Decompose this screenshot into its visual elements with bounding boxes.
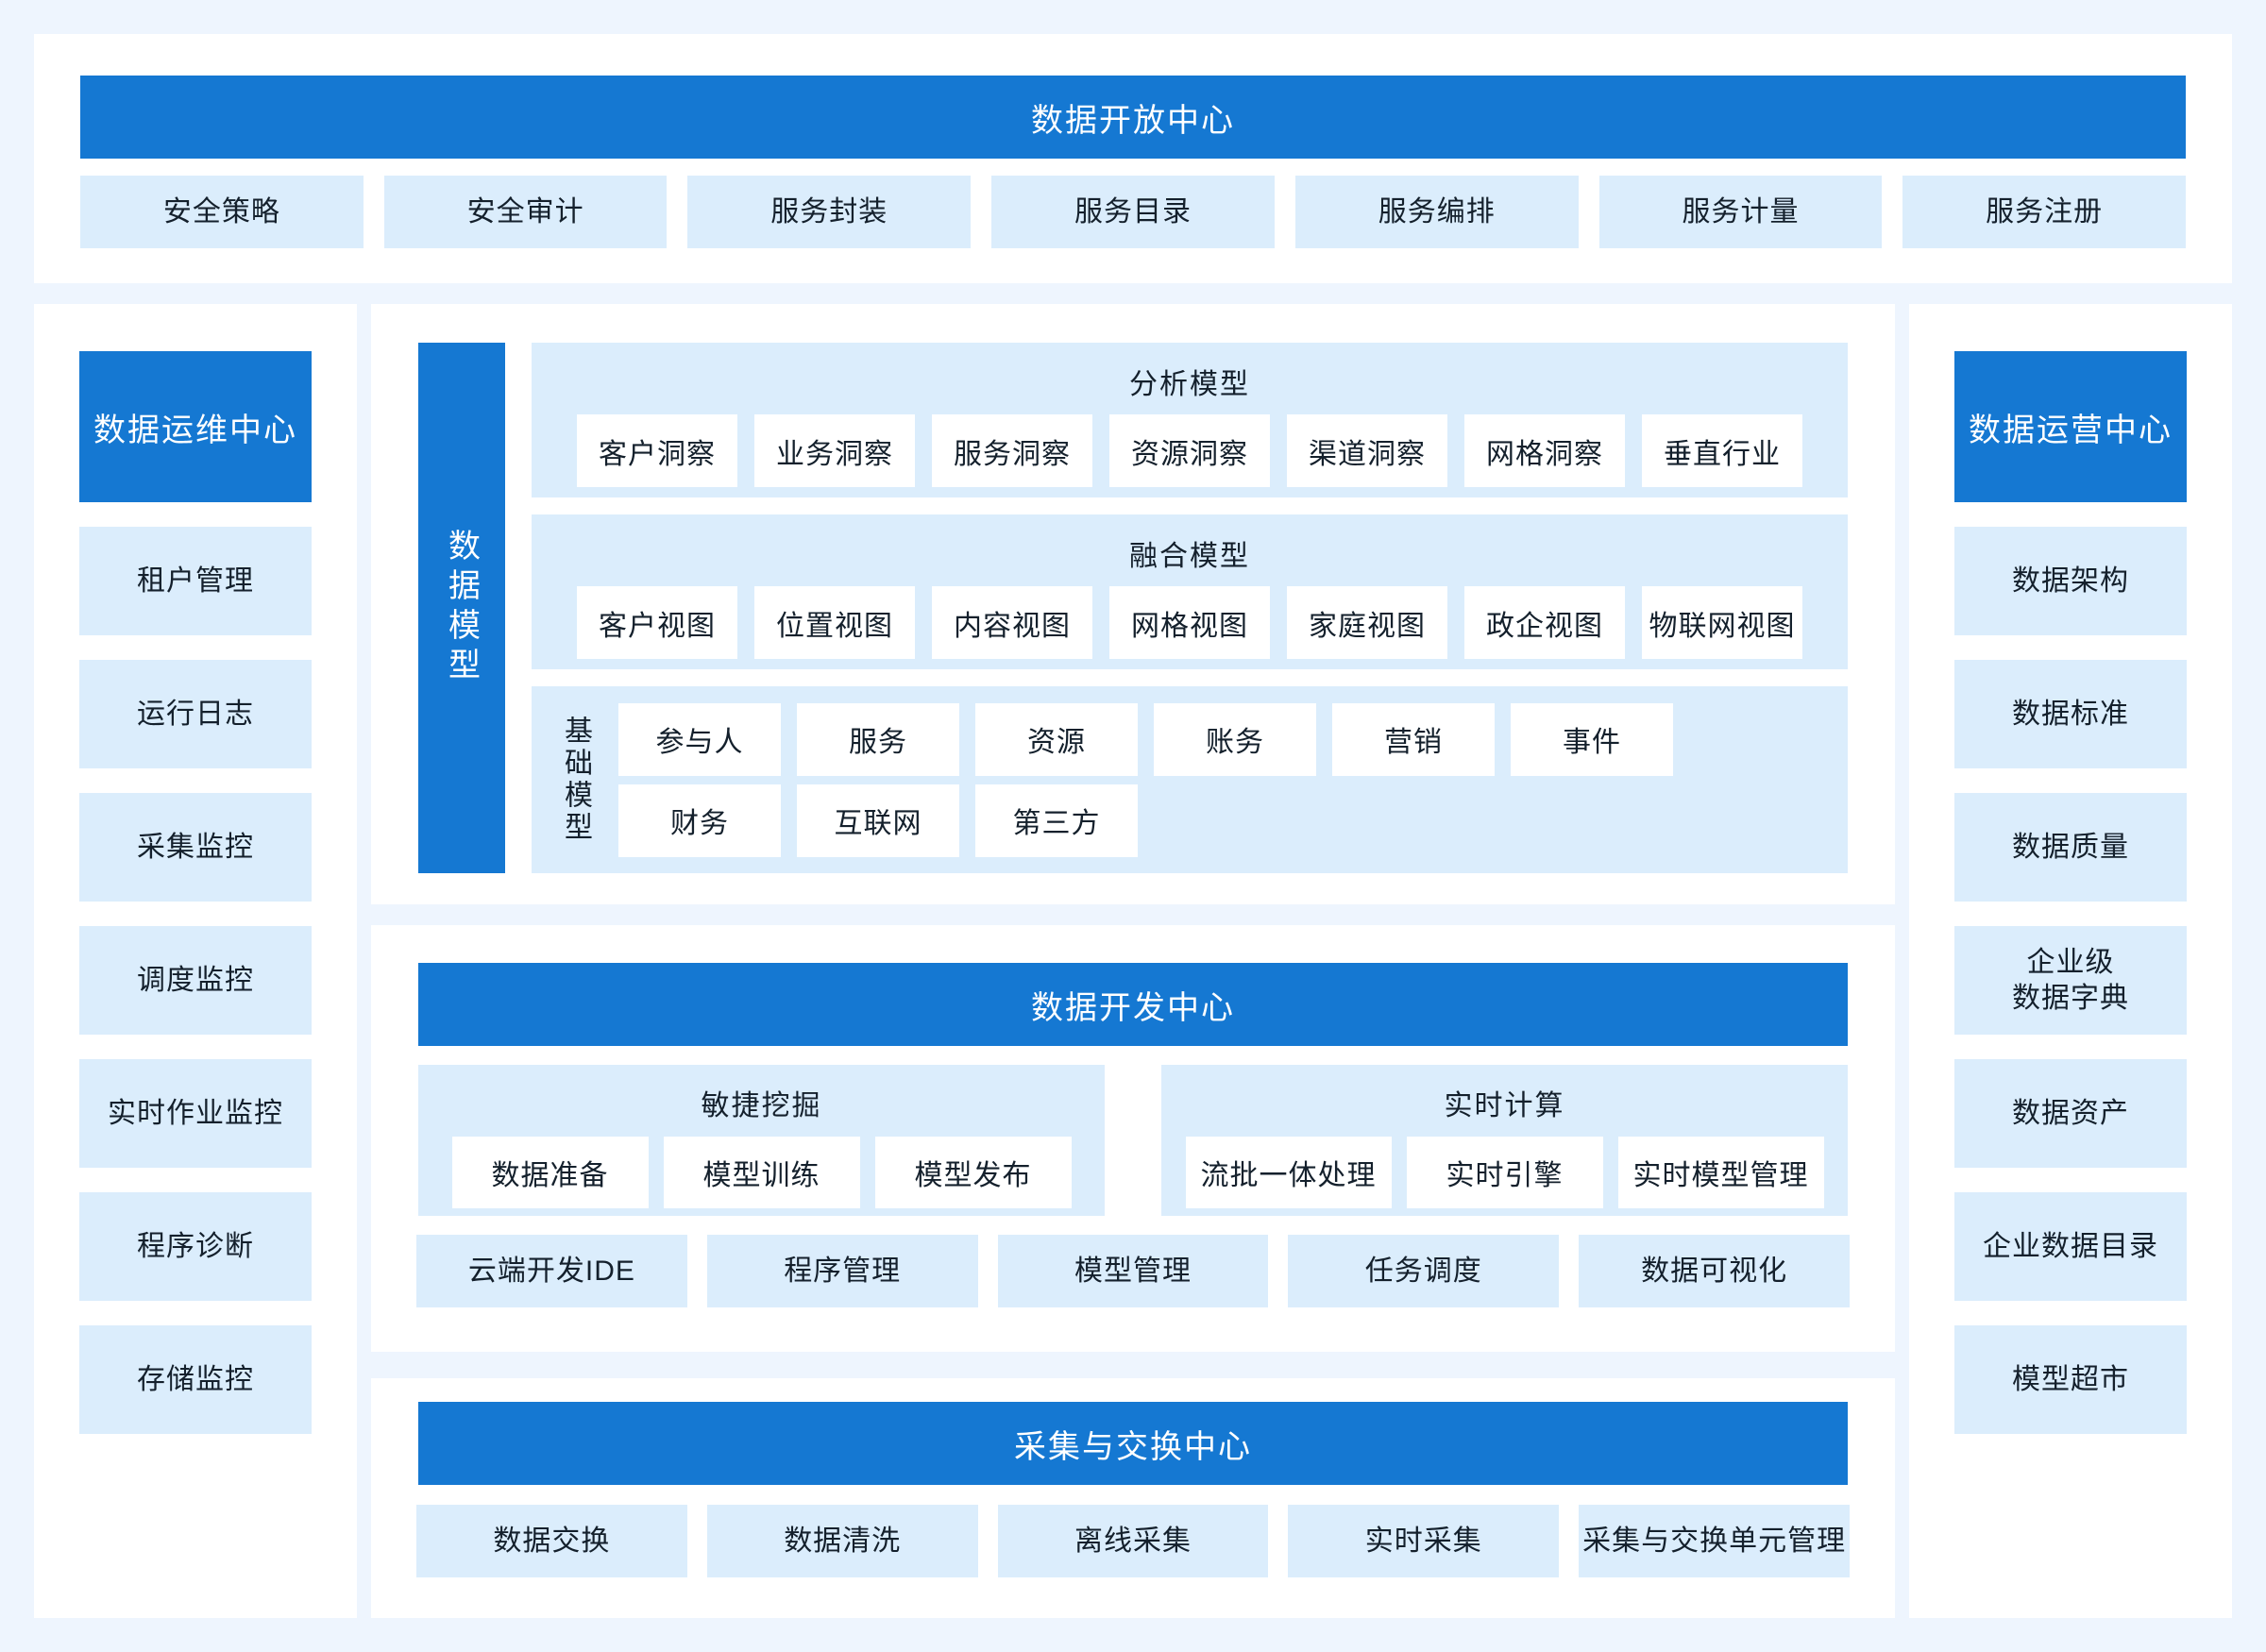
open-center-items: 安全策略安全审计服务封装服务目录服务编排服务计量服务注册: [80, 176, 2187, 248]
ops-center-panel: 数据运维中心租户管理运行日志采集监控调度监控实时作业监控程序诊断存储监控: [34, 304, 357, 1618]
ops-center-item: 程序诊断: [79, 1192, 312, 1301]
fusion-model-items: 客户视图位置视图内容视图网格视图家庭视图政企视图物联网视图: [532, 586, 1848, 659]
realtime-computing-item: 流批一体处理: [1185, 1137, 1392, 1208]
base-model-section: 基础模型 参与人服务资源账务营销事件 财务互联网第三方: [532, 686, 1848, 873]
base-model-title: 基础模型: [560, 716, 591, 844]
ops-center-item: 采集监控: [79, 793, 312, 902]
base-model-item: 资源: [975, 702, 1138, 776]
base-model-row-1: 参与人服务资源账务营销事件: [618, 702, 1673, 776]
collect-center-panel: 采集与交换中心 数据交换数据清洗离线采集实时采集采集与交换单元管理: [371, 1378, 1895, 1618]
dev-center-tool-item: 数据可视化: [1579, 1235, 1850, 1307]
collect-center-items: 数据交换数据清洗离线采集实时采集采集与交换单元管理: [416, 1505, 1850, 1577]
collect-center-item: 实时采集: [1288, 1505, 1560, 1577]
realtime-computing-section: 实时计算 流批一体处理实时引擎实时模型管理: [1161, 1065, 1848, 1216]
agile-mining-item: 模型训练: [663, 1137, 860, 1208]
fusion-model-item: 政企视图: [1464, 586, 1625, 659]
realtime-computing-item: 实时模型管理: [1617, 1137, 1824, 1208]
open-center-panel: 数据开放中心 安全策略安全审计服务封装服务目录服务编排服务计量服务注册: [34, 34, 2232, 283]
operation-center-item: 数据标准: [1954, 660, 2187, 768]
analysis-model-items: 客户洞察业务洞察服务洞察资源洞察渠道洞察网格洞察垂直行业: [532, 414, 1848, 487]
base-model-item: 事件: [1511, 702, 1673, 776]
open-center-item: 服务计量: [1598, 176, 1883, 248]
ops-center-item: 运行日志: [79, 660, 312, 768]
realtime-computing-items: 流批一体处理实时引擎实时模型管理: [1161, 1137, 1848, 1208]
open-center-item: 安全审计: [383, 176, 668, 248]
fusion-model-item: 客户视图: [577, 586, 737, 659]
open-center-item: 服务封装: [687, 176, 972, 248]
open-center-item: 服务编排: [1294, 176, 1579, 248]
operation-center-item: 模型超市: [1954, 1325, 2187, 1434]
analysis-model-item: 渠道洞察: [1287, 414, 1447, 487]
operation-center-column: 数据运营中心数据架构数据标准数据质量企业级 数据字典数据资产企业数据目录模型超市: [1909, 304, 2232, 1618]
fusion-model-title: 融合模型: [1129, 541, 1250, 572]
fusion-model-item: 位置视图: [754, 586, 915, 659]
dev-center-tool-item: 程序管理: [706, 1235, 978, 1307]
realtime-computing-title: 实时计算: [1444, 1090, 1565, 1121]
dev-center-header: 数据开发中心: [418, 963, 1848, 1046]
base-model-item: 参与人: [618, 702, 781, 776]
agile-mining-section: 敏捷挖掘 数据准备模型训练模型发布: [418, 1065, 1105, 1216]
fusion-model-item: 网格视图: [1109, 586, 1270, 659]
analysis-model-item: 网格洞察: [1464, 414, 1625, 487]
base-model-item: 财务: [618, 784, 781, 857]
base-model-rows: 参与人服务资源账务营销事件 财务互联网第三方: [618, 702, 1673, 857]
dev-center-tool-item: 任务调度: [1288, 1235, 1560, 1307]
agile-mining-title: 敏捷挖掘: [701, 1090, 822, 1121]
collect-center-item: 数据交换: [416, 1505, 687, 1577]
operation-center-item: 企业级 数据字典: [1954, 926, 2187, 1035]
operation-center-header: 数据运营中心: [1954, 351, 2187, 502]
data-model-sections: 分析模型 客户洞察业务洞察服务洞察资源洞察渠道洞察网格洞察垂直行业 融合模型 客…: [532, 343, 1848, 873]
dev-center-panel: 数据开发中心 敏捷挖掘 数据准备模型训练模型发布 实时计算 流批一体处理实时引擎…: [371, 925, 1895, 1352]
analysis-model-item: 垂直行业: [1642, 414, 1802, 487]
operation-center-item: 企业数据目录: [1954, 1192, 2187, 1301]
dev-center-tool-item: 云端开发IDE: [416, 1235, 687, 1307]
ops-center-item: 调度监控: [79, 926, 312, 1035]
fusion-model-item: 家庭视图: [1287, 586, 1447, 659]
analysis-model-section: 分析模型 客户洞察业务洞察服务洞察资源洞察渠道洞察网格洞察垂直行业: [532, 343, 1848, 497]
analysis-model-title: 分析模型: [1129, 369, 1250, 400]
agile-mining-item: 数据准备: [451, 1137, 649, 1208]
base-model-item: 互联网: [797, 784, 959, 857]
analysis-model-item: 业务洞察: [754, 414, 915, 487]
operation-center-item: 数据资产: [1954, 1059, 2187, 1168]
dev-center-tools: 云端开发IDE 程序管理模型管理任务调度数据可视化: [416, 1235, 1850, 1307]
data-model-panel: 数据模型 分析模型 客户洞察业务洞察服务洞察资源洞察渠道洞察网格洞察垂直行业 融…: [371, 304, 1895, 904]
analysis-model-item: 服务洞察: [932, 414, 1092, 487]
base-model-row-2: 财务互联网第三方: [618, 784, 1673, 857]
collect-center-item: 采集与交换单元管理: [1579, 1505, 1850, 1577]
open-center-item: 服务目录: [991, 176, 1275, 248]
ops-center-header: 数据运维中心: [79, 351, 312, 502]
data-model-label: 数据模型: [418, 343, 505, 873]
open-center-item: 服务注册: [1902, 176, 2187, 248]
dev-center-tool-item: 模型管理: [997, 1235, 1269, 1307]
operation-center-item: 数据架构: [1954, 527, 2187, 635]
ops-center-item: 租户管理: [79, 527, 312, 635]
analysis-model-item: 资源洞察: [1109, 414, 1270, 487]
open-center-item: 安全策略: [80, 176, 364, 248]
open-center-header: 数据开放中心: [80, 76, 2186, 159]
collect-center-item: 离线采集: [997, 1505, 1269, 1577]
base-model-item: 账务: [1154, 702, 1316, 776]
base-model-item: 第三方: [975, 784, 1138, 857]
fusion-model-item: 内容视图: [932, 586, 1092, 659]
ops-center-column: 数据运维中心租户管理运行日志采集监控调度监控实时作业监控程序诊断存储监控: [34, 304, 357, 1618]
fusion-model-item: 物联网视图: [1642, 586, 1802, 659]
operation-center-panel: 数据运营中心数据架构数据标准数据质量企业级 数据字典数据资产企业数据目录模型超市: [1909, 304, 2232, 1618]
base-model-item: 服务: [797, 702, 959, 776]
fusion-model-section: 融合模型 客户视图位置视图内容视图网格视图家庭视图政企视图物联网视图: [532, 514, 1848, 669]
operation-center-item: 数据质量: [1954, 793, 2187, 902]
dev-center-subpanels: 敏捷挖掘 数据准备模型训练模型发布 实时计算 流批一体处理实时引擎实时模型管理: [418, 1065, 1848, 1216]
collect-center-item: 数据清洗: [706, 1505, 978, 1577]
base-model-item: 营销: [1332, 702, 1495, 776]
analysis-model-item: 客户洞察: [577, 414, 737, 487]
agile-mining-item: 模型发布: [874, 1137, 1072, 1208]
agile-mining-items: 数据准备模型训练模型发布: [418, 1137, 1105, 1208]
realtime-computing-item: 实时引擎: [1406, 1137, 1603, 1208]
collect-center-header: 采集与交换中心: [418, 1402, 1848, 1485]
ops-center-item: 存储监控: [79, 1325, 312, 1434]
ops-center-item: 实时作业监控: [79, 1059, 312, 1168]
